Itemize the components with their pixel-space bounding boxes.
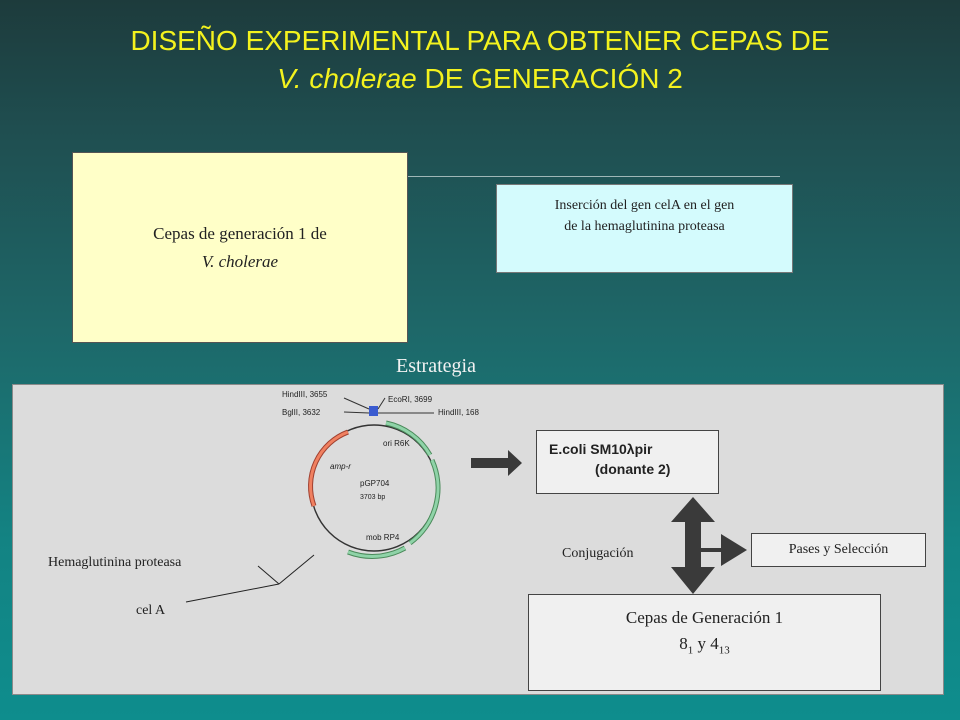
page-title: DISEÑO EXPERIMENTAL PARA OBTENER CEPAS D… (0, 22, 960, 98)
generation-1-result-strains: 81 y 413 (679, 634, 730, 657)
transfer-arrow (471, 450, 522, 476)
title-line-1: DISEÑO EXPERIMENTAL PARA OBTENER CEPAS D… (130, 25, 830, 56)
feature-label-ori: ori R6K (383, 439, 410, 448)
generation-1-strains-species: V. cholerae (201, 251, 279, 271)
strain-b-sub: 13 (718, 644, 730, 657)
site-leader-bgl2 (343, 411, 370, 414)
conjugation-label: Conjugación (562, 546, 634, 561)
title-line-2: V. cholerae DE GENERACIÓN 2 (0, 60, 960, 98)
gene-insertion-line-2: de la hemaglutinina proteasa (564, 219, 725, 234)
site-leader-hind3-3655 (343, 397, 370, 410)
insertion-site-marker (369, 406, 378, 416)
site-label-hind3-168: HindIII, 168 (438, 408, 479, 417)
feature-label-mob: mob RP4 (366, 533, 400, 542)
hemagglutinin-label: Hemaglutinina proteasa (48, 555, 182, 570)
plasmid-size: 3703 bp (360, 494, 385, 501)
hemagglutinin-leader (257, 565, 280, 585)
feature-label-amp: amp-r (330, 462, 351, 471)
donor-strain-role: (donante 2) (595, 461, 671, 477)
gene-insertion-box: Inserción del gen celA en el gen de la h… (496, 184, 793, 273)
site-leader-ecor1 (377, 397, 386, 410)
ori-segment (385, 421, 432, 456)
cela-leader (185, 583, 280, 603)
plasmid-name: pGP704 (360, 479, 390, 488)
title-generation: DE GENERACIÓN 2 (416, 63, 683, 94)
generation-1-strains-label: Cepas de generación 1 de (153, 223, 327, 243)
gene-insertion-line-1: Inserción del gen celA en el gen (554, 198, 735, 213)
hemagglutinin-leader-2 (278, 554, 315, 585)
donor-strain-name: E.coli SM10λpir (549, 441, 653, 457)
connector-line (408, 176, 780, 177)
donor-strain-box: E.coli SM10λpir (donante 2) (536, 430, 719, 494)
site-label-hind3-3655: HindIII, 3655 (282, 390, 328, 399)
generation-1-strains-box: Cepas de generación 1 de V. cholerae (72, 152, 408, 343)
strain-a-sub: 1 (687, 644, 694, 657)
amp-segment (309, 430, 349, 507)
strain-a: 8 (679, 634, 688, 653)
site-label-ecor1: EcoRI, 3699 (388, 395, 433, 404)
title-species: V. cholerae (277, 63, 417, 94)
generation-1-result-label: Cepas de Generación 1 (625, 608, 784, 627)
mob-segment (347, 546, 406, 558)
generation-1-result-box: Cepas de Generación 1 81 y 413 (528, 594, 881, 691)
right-segment (409, 459, 440, 545)
strategy-label: Estrategia (396, 355, 476, 377)
conjugation-arrow (671, 497, 747, 594)
strain-connector: y 4 (693, 634, 719, 653)
cela-label: cel A (136, 603, 166, 618)
passages-selection-box: Pases y Selección (751, 533, 926, 567)
site-label-bgl2: BglII, 3632 (282, 408, 321, 417)
